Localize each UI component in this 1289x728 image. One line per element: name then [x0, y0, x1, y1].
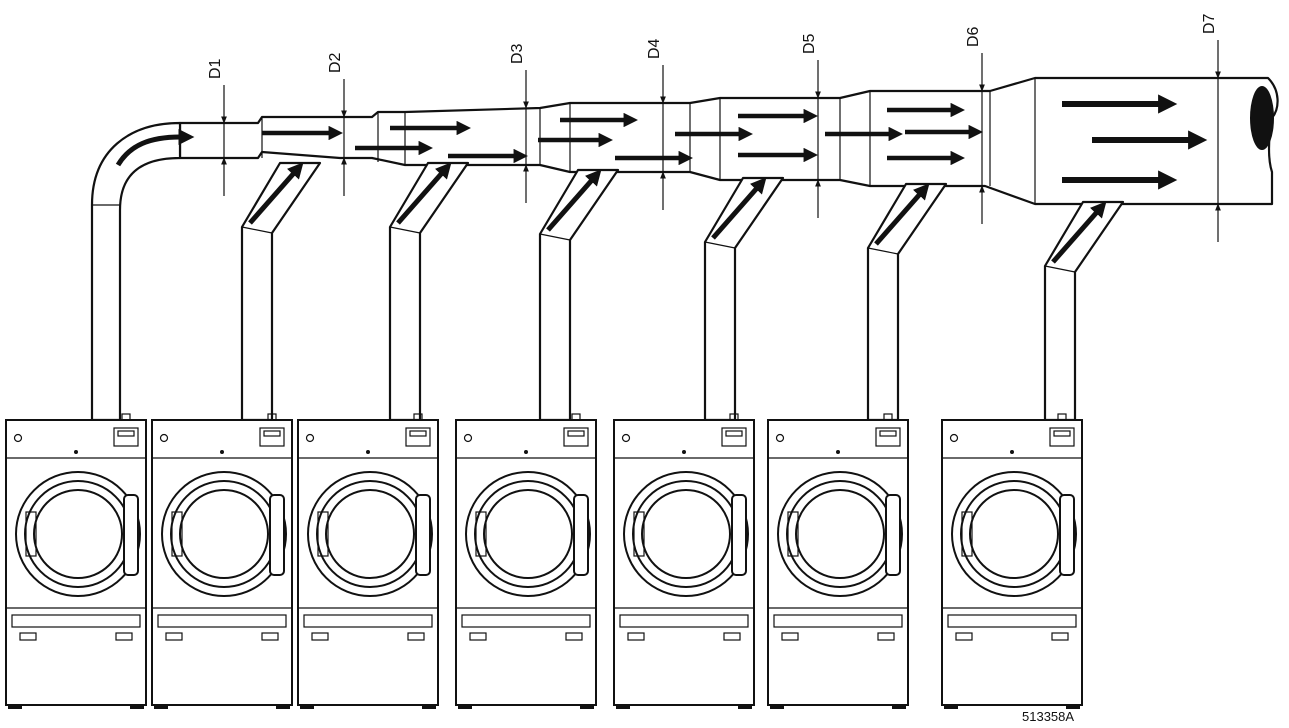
- dimension-label-d6: D6: [965, 26, 982, 47]
- dimension-d3: D3: [509, 43, 529, 203]
- dryer-4: [455, 413, 597, 709]
- dimension-label-d7: D7: [1201, 13, 1218, 34]
- flow-arrow-elbow: [115, 129, 195, 167]
- dimension-d5: D5: [801, 33, 821, 218]
- drawing-number: 513358A: [1022, 709, 1074, 723]
- dimension-d4: D4: [646, 38, 666, 210]
- dryer-1: [5, 413, 147, 709]
- main-collector-duct: [178, 76, 1279, 206]
- branch-duct-4: [538, 168, 620, 422]
- dimension-markers: D1 D2 D3 D4 D5 D6 D7: [207, 13, 1221, 242]
- duct-end-cap: [1250, 86, 1274, 150]
- branch-duct-6: [866, 182, 948, 422]
- branch-duct-2: [240, 161, 322, 422]
- dimension-d6: D6: [965, 26, 985, 224]
- dimension-d2: D2: [327, 52, 347, 196]
- dryer-3: [297, 413, 439, 709]
- dryer-2: [151, 413, 293, 709]
- branch-duct-3: [388, 161, 470, 422]
- dimension-label-d3: D3: [509, 43, 526, 64]
- dimension-label-d1: D1: [207, 58, 224, 79]
- dryer-5: [613, 413, 755, 709]
- branch-ducts: [240, 161, 1125, 422]
- dimension-label-d5: D5: [801, 33, 818, 54]
- dryer-7: [941, 413, 1083, 709]
- branch-duct-5: [703, 176, 785, 422]
- elbow-duct-1: [90, 121, 182, 422]
- dryer-row: [5, 413, 1083, 709]
- dimension-label-d2: D2: [327, 52, 344, 73]
- dimension-d7: D7: [1201, 13, 1221, 242]
- dimension-label-d4: D4: [646, 38, 663, 59]
- branch-duct-7: [1043, 200, 1125, 422]
- dimension-d1: D1: [207, 58, 227, 196]
- flow-arrows: [115, 94, 1208, 190]
- dryer-6: [767, 413, 909, 709]
- duct-joint-lines: [261, 78, 1036, 204]
